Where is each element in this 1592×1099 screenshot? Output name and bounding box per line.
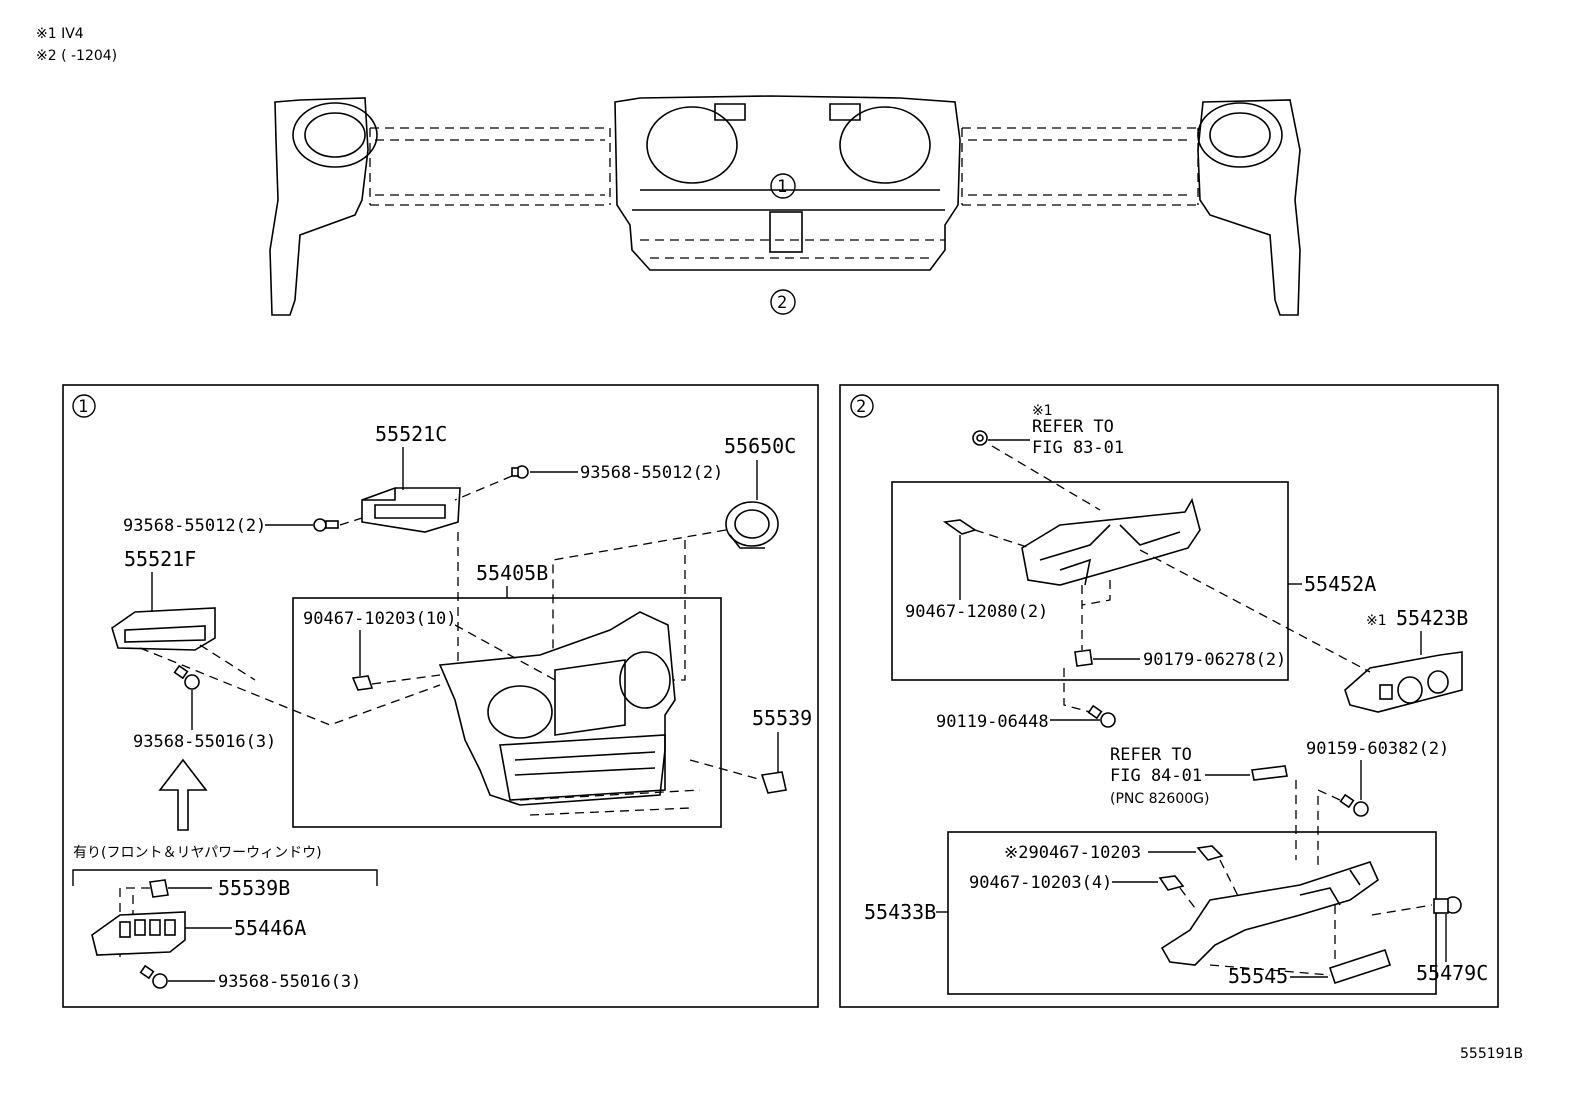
panel-2-number: 2 — [856, 397, 866, 417]
clip-12080 — [942, 519, 977, 535]
part-55521f — [111, 607, 216, 651]
screw-top-right — [511, 465, 529, 479]
screw-60382 — [1339, 793, 1369, 817]
label-nut-06278: 90179-06278(2) — [1143, 650, 1286, 670]
label-screw-mid: 93568-55016(3) — [133, 732, 276, 752]
refer1-note-mark: ※1 — [1032, 403, 1053, 419]
label-clip-12080: 90467-12080(2) — [905, 602, 1048, 622]
part-55433b-cover — [1160, 861, 1379, 966]
panel-1-number: 1 — [78, 397, 88, 417]
refer2-line1: REFER TO — [1110, 745, 1192, 765]
label-55405b: 55405B — [476, 561, 548, 585]
part-55452a-bracket — [1021, 497, 1201, 586]
label-55433b: 55433B — [864, 900, 936, 924]
label-clip-4: 90467-10203(4) — [969, 873, 1112, 893]
label-screw-top-left: 93568-55012(2) — [123, 516, 266, 536]
bolt-06448 — [1087, 704, 1116, 728]
part-82600g — [1251, 765, 1288, 781]
label-55539: 55539 — [752, 706, 812, 730]
screw-bottom — [139, 964, 168, 989]
part-55650c — [725, 501, 779, 549]
figure-code: 555191B — [1460, 1046, 1523, 1062]
label-clip-note2: ※290467-10203 — [1004, 843, 1141, 863]
callout-2-top: 2 — [777, 293, 787, 313]
option-label: 有り(フロント＆リヤパワーウィンドウ) — [73, 845, 322, 861]
label-55521c: 55521C — [375, 422, 447, 446]
callout-1-top: 1 — [777, 177, 787, 197]
part-55545 — [1328, 948, 1392, 985]
up-arrow-icon — [158, 758, 208, 831]
screw-mid — [173, 664, 200, 690]
label-screw-60382: 90159-60382(2) — [1306, 739, 1449, 759]
refer1-line2: FIG 83-01 — [1032, 438, 1124, 458]
part-55405b-cluster — [438, 611, 701, 816]
instrument-panel-assembly — [269, 95, 1301, 316]
label-clip-10: 90467-10203(10) — [303, 609, 457, 629]
label-screw-top-right: 93568-55012(2) — [580, 463, 723, 483]
label-55423b: 55423B — [1396, 606, 1468, 630]
refer2-line2: FIG 84-01 — [1110, 766, 1202, 786]
clip-note2 — [1196, 845, 1224, 861]
note-1: ※1 IV4 — [36, 26, 84, 42]
label-55539b: 55539B — [218, 876, 290, 900]
label-bolt-06448: 90119-06448 — [936, 712, 1049, 732]
label-55545: 55545 — [1228, 964, 1288, 988]
refer2-line3: (PNC 82600G) — [1110, 791, 1209, 807]
label-55650c: 55650C — [724, 434, 796, 458]
label-screw-bottom: 93568-55016(3) — [218, 972, 361, 992]
part-55479c — [1433, 896, 1462, 914]
label-55479c: 55479C — [1416, 961, 1488, 985]
clip-10 — [351, 675, 374, 691]
subassembly-box-55452a — [891, 481, 1289, 681]
label-55423b-mark: ※1 — [1366, 613, 1387, 629]
detail-panel-1 — [62, 384, 819, 1008]
part-55446a — [91, 911, 186, 956]
nut-top — [972, 430, 988, 446]
part-55539b — [149, 879, 169, 898]
part-55521c — [361, 487, 461, 533]
refer1-line1: REFER TO — [1032, 417, 1114, 437]
label-55446a: 55446A — [234, 916, 306, 940]
part-55423b — [1344, 651, 1463, 713]
detail-panel-2 — [839, 384, 1499, 1008]
screw-top-left — [313, 518, 339, 532]
label-55521f: 55521F — [124, 547, 196, 571]
label-55452a: 55452A — [1304, 572, 1376, 596]
part-55539 — [760, 771, 787, 794]
nut-06278 — [1074, 649, 1093, 667]
note-2: ※2 ( -1204) — [36, 48, 117, 64]
clip-4 — [1158, 875, 1185, 891]
